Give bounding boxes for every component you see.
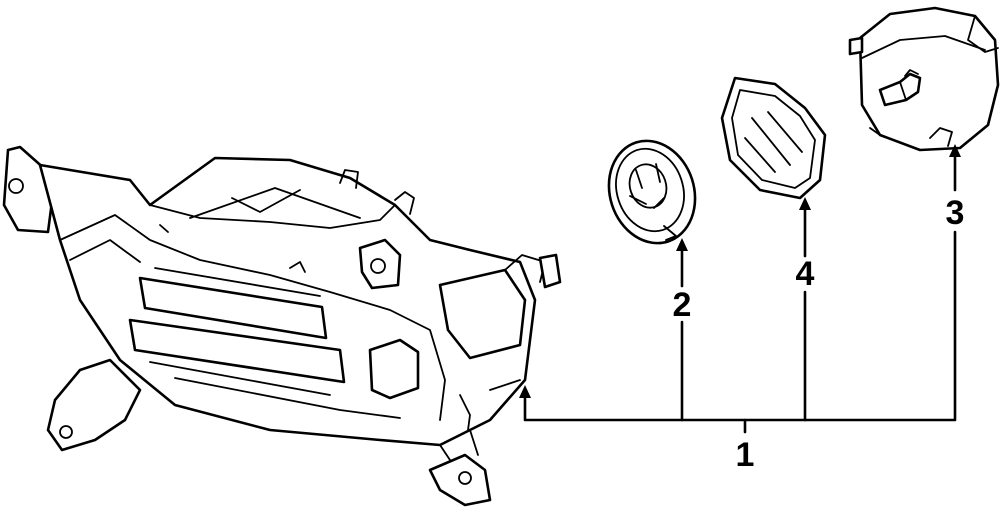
callout-4: 4 [796, 255, 815, 293]
bulb-socket-icon[interactable] [596, 130, 708, 255]
leader-arrows [519, 144, 961, 398]
lens-icon[interactable] [720, 76, 827, 200]
callout-3: 3 [946, 194, 965, 232]
leader-lines [523, 150, 957, 434]
callout-2: 2 [673, 286, 692, 324]
fog-lamp-housing-icon[interactable] [2, 145, 562, 507]
callout-1: 1 [736, 436, 755, 474]
bulb-cap-icon[interactable] [848, 6, 1000, 152]
